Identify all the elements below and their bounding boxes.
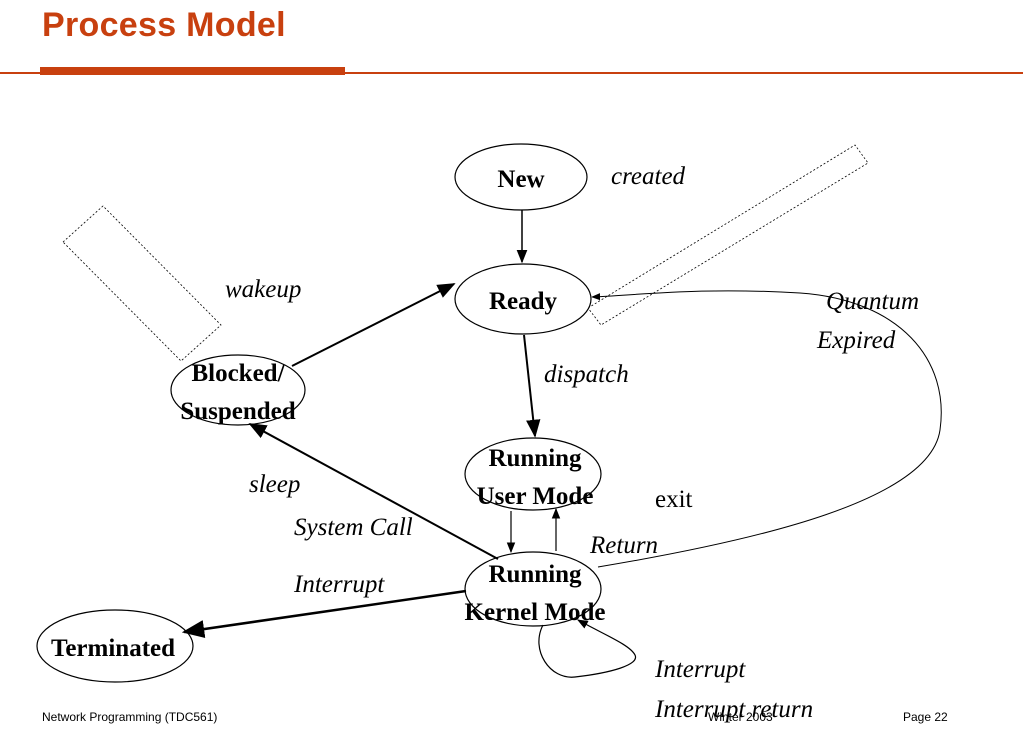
state-terminated <box>36 609 194 683</box>
arrow-kernel-to-ready-quantum <box>591 290 942 568</box>
label-wakeup: wakeup <box>225 276 301 303</box>
footer-page: Page 22 <box>903 710 948 724</box>
label-sleep: sleep <box>249 471 300 498</box>
state-terminated-label: Terminated <box>51 635 175 662</box>
state-ready-label: Ready <box>489 288 558 315</box>
footer-term: Winter 2003 <box>708 710 773 724</box>
arrow-ready-to-running-user <box>523 334 541 438</box>
state-running-user-label-1: Running <box>488 445 582 472</box>
label-created: created <box>611 163 686 190</box>
title-underline-thick <box>40 67 345 75</box>
arrow-kernel-self-loop <box>538 619 637 678</box>
state-new <box>454 143 588 211</box>
label-exit: exit <box>655 486 693 513</box>
title-underline-thin <box>0 72 1023 74</box>
arrow-kernel-to-blocked <box>248 423 499 560</box>
label-expired: Expired <box>816 327 896 354</box>
label-dispatch: dispatch <box>544 361 629 388</box>
state-blocked-label-2: Suspended <box>180 398 295 425</box>
dotted-box-left <box>62 205 222 362</box>
page-title: Process Model <box>42 6 286 44</box>
arrow-blocked-to-ready <box>291 283 456 367</box>
label-system-call: System Call <box>294 514 413 541</box>
label-interrupt: Interrupt <box>293 571 385 598</box>
state-running-kernel-label-2: Kernel Mode <box>465 599 606 626</box>
state-running-kernel-label-1: Running <box>488 561 582 588</box>
label-interrupt-return: Interrupt return <box>654 696 813 723</box>
state-running-kernel <box>464 551 602 627</box>
dotted-box-right <box>587 144 869 326</box>
state-new-label: New <box>497 166 544 193</box>
label-return: Return <box>589 532 658 559</box>
label-quantum: Quantum <box>826 288 919 315</box>
state-blocked-label-1: Blocked/ <box>191 360 285 387</box>
footer-course: Network Programming (TDC561) <box>42 710 218 724</box>
label-interrupt-bottom: Interrupt <box>654 656 746 683</box>
state-running-user <box>464 437 602 511</box>
arrow-kernel-to-terminated <box>181 589 467 638</box>
state-running-user-label-2: User Mode <box>477 483 594 510</box>
state-ready <box>454 263 592 335</box>
state-blocked <box>170 354 306 426</box>
